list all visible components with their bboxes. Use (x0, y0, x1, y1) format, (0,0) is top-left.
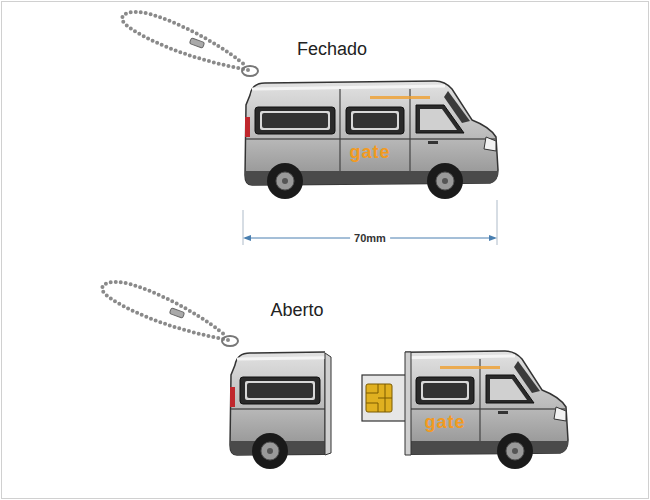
logo-text: gate (349, 143, 390, 163)
view-title: Fechado (297, 40, 367, 60)
dimension-label: 70mm (350, 232, 390, 244)
view-title: Aberto (270, 301, 323, 321)
logo-text: gate (424, 413, 465, 433)
